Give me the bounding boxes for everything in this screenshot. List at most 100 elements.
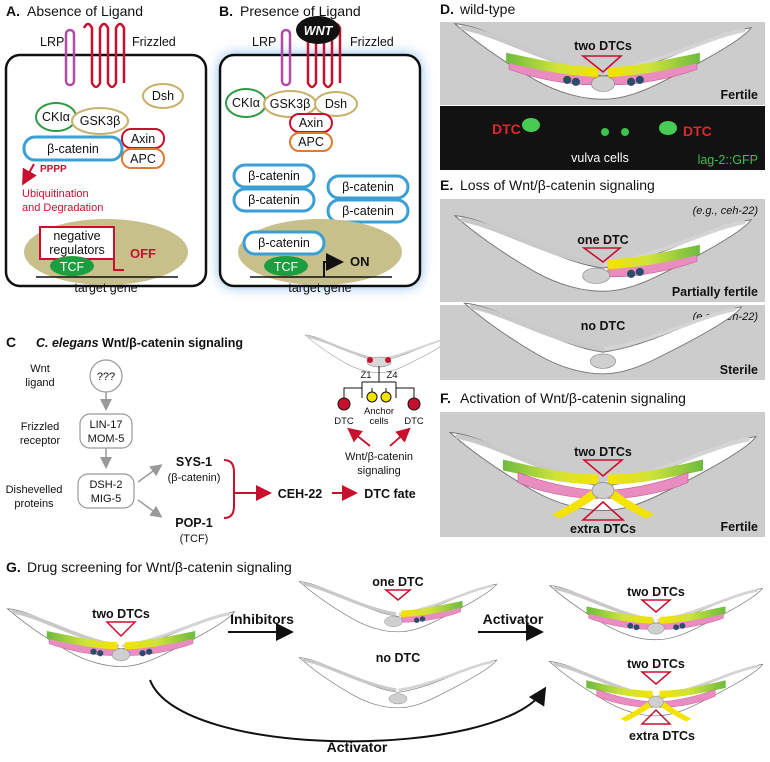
g-extra-dtcs-label: extra DTCs [629,729,695,743]
eg-label-1: (e.g., ceh-22) [693,205,759,217]
panel-e: E. Loss of Wnt/β-catenin signaling (e.g.… [440,177,765,380]
dsh-a [142,83,184,109]
bcat-label-a: β-catenin [47,142,99,156]
ck-label-a: CKIα [42,110,70,124]
panel-c-letter: C [6,334,16,350]
partial-dtc-marker [581,247,623,264]
g-start-dtc-marker [105,621,137,638]
frizzled-label-a: Frizzled [132,35,176,49]
panel-c: C C. elegans Wnt/β-catenin signaling Wnt… [6,333,454,545]
gfp-dtc-label-left: DTC [492,121,521,137]
panel-f-title: Activation of Wnt/β-catenin signaling [460,390,686,406]
on-arrow [323,253,344,277]
bcat-nuclear [242,230,326,256]
gfp-image [440,106,765,170]
lrp-receptor-b [280,28,292,87]
g-no-dtc-label: no DTC [376,651,420,665]
bcat-label-b-2: β-catenin [248,193,300,207]
neg-label-2: regulators [49,243,105,257]
panel-g-letter: G. [6,559,21,575]
sterile-label: Sterile [720,363,758,377]
dtc-label-left: DTC [334,416,354,427]
neg-label-1: negative [53,229,100,243]
activator-label-bottom: Activator [327,739,388,755]
panel-a-letter: A. [6,3,20,19]
g-one-dtc-marker [383,589,413,601]
g-start-two-dtcs: two DTCs [92,607,150,621]
activation-panel [440,412,765,537]
target-label-b: target gene [288,281,351,295]
panel-a-title: Absence of Ligand [27,3,143,19]
apc-a [121,148,165,169]
lrp-label-a: LRP [40,35,64,49]
g-restored-dtc-marker [639,599,673,613]
panel-b-letter: B. [219,3,233,19]
bcat-label-b-3: β-catenin [342,180,394,194]
lag2-gfp-label: lag-2::GFP [698,153,758,167]
apc-label-b: APC [298,135,324,149]
apc-b [289,132,333,152]
arrow-dsh-sys1 [137,464,163,483]
panel-b: B. Presence of Ligand LRP WNT Frizzled C… [218,3,422,295]
partial-fertile-label: Partially fertile [672,285,758,299]
wt-fertile: Fertile [720,88,758,102]
anchor-cell-2 [380,391,392,403]
dsh2-box [77,473,135,509]
gfp-vulva-1 [601,128,609,136]
lineage-tree [343,382,415,398]
gsk-a [71,107,129,135]
tcf-label-a: TCF [60,260,85,274]
sys1-pop1-bracket [223,459,235,519]
lin17-label: LIN-17 [89,419,122,431]
frizzled-label-b: Frizzled [350,35,394,49]
mom5-label: MOM-5 [88,433,125,445]
dsh-label-a: Dsh [152,89,174,103]
dsh-b [314,91,358,117]
wnt-label: WNT [304,24,334,38]
axin-label-a: Axin [131,132,155,146]
signal-arrow-right [389,427,411,447]
no-dtc-label-e: no DTC [581,319,625,333]
bcat-label-b-1: β-catenin [248,169,300,183]
anchor-label-2: cells [369,416,388,427]
g-none-gonad [388,693,408,705]
panel-g: G. Drug screening for Wnt/β-catenin sign… [6,559,764,755]
panel-e-letter: E. [440,177,453,193]
signal-arrow-left [347,427,371,447]
activation-extra-dtcs: extra DTCs [570,522,636,536]
wnt-ligand-label-2: ligand [25,377,54,389]
dishevelled-label-1: Dishevelled [6,484,63,496]
one-dtc-label: one DTC [577,233,628,247]
g-extra-dtc-marker [639,671,673,685]
g-restored-two-dtcs: two DTCs [627,585,685,599]
panel-d: D. wild-type two DTCs Fertile DTC DTC vu… [440,1,765,170]
frizzled-receptor-label-1: Frizzled [21,421,60,433]
panel-a: A. Absence of Ligand LRP Frizzled Dsh CK… [4,3,208,295]
mig5-label: MIG-5 [91,493,122,505]
panel-g-title: Drug screening for Wnt/β-catenin signali… [27,559,292,575]
z1-cell [367,357,373,363]
panel-e-title: Loss of Wnt/β-catenin signaling [460,177,655,193]
wt-dtc-marker [580,55,624,74]
activation-two-dtcs: two DTCs [574,445,632,459]
unknown-ligand-label: ??? [97,371,115,383]
bcat-b-2 [232,187,316,213]
bcat-b-4 [326,198,410,224]
bcat-b-3 [326,174,410,200]
ceh22-label: CEH-22 [278,487,323,501]
signaling-label-2: signaling [357,465,400,477]
panel-d-title: wild-type [459,1,515,17]
dtc-fate-label: DTC fate [364,487,415,501]
g-one-dtc-label: one DTC [372,575,423,589]
gfp-vulva-2 [621,128,629,136]
bcat-b-1 [232,163,316,189]
pppp-label: PPPP [40,164,67,175]
bcat-nuclear-label: β-catenin [258,236,310,250]
dtc-cell-right [407,397,421,411]
tcf-a [50,256,94,276]
panel-f: F. Activation of Wnt/β-catenin signaling… [440,390,765,537]
lrp-receptor-a [64,28,76,87]
dsh-label-b: Dsh [325,97,347,111]
ubiquitination-label: Ubiquitination [22,188,89,200]
